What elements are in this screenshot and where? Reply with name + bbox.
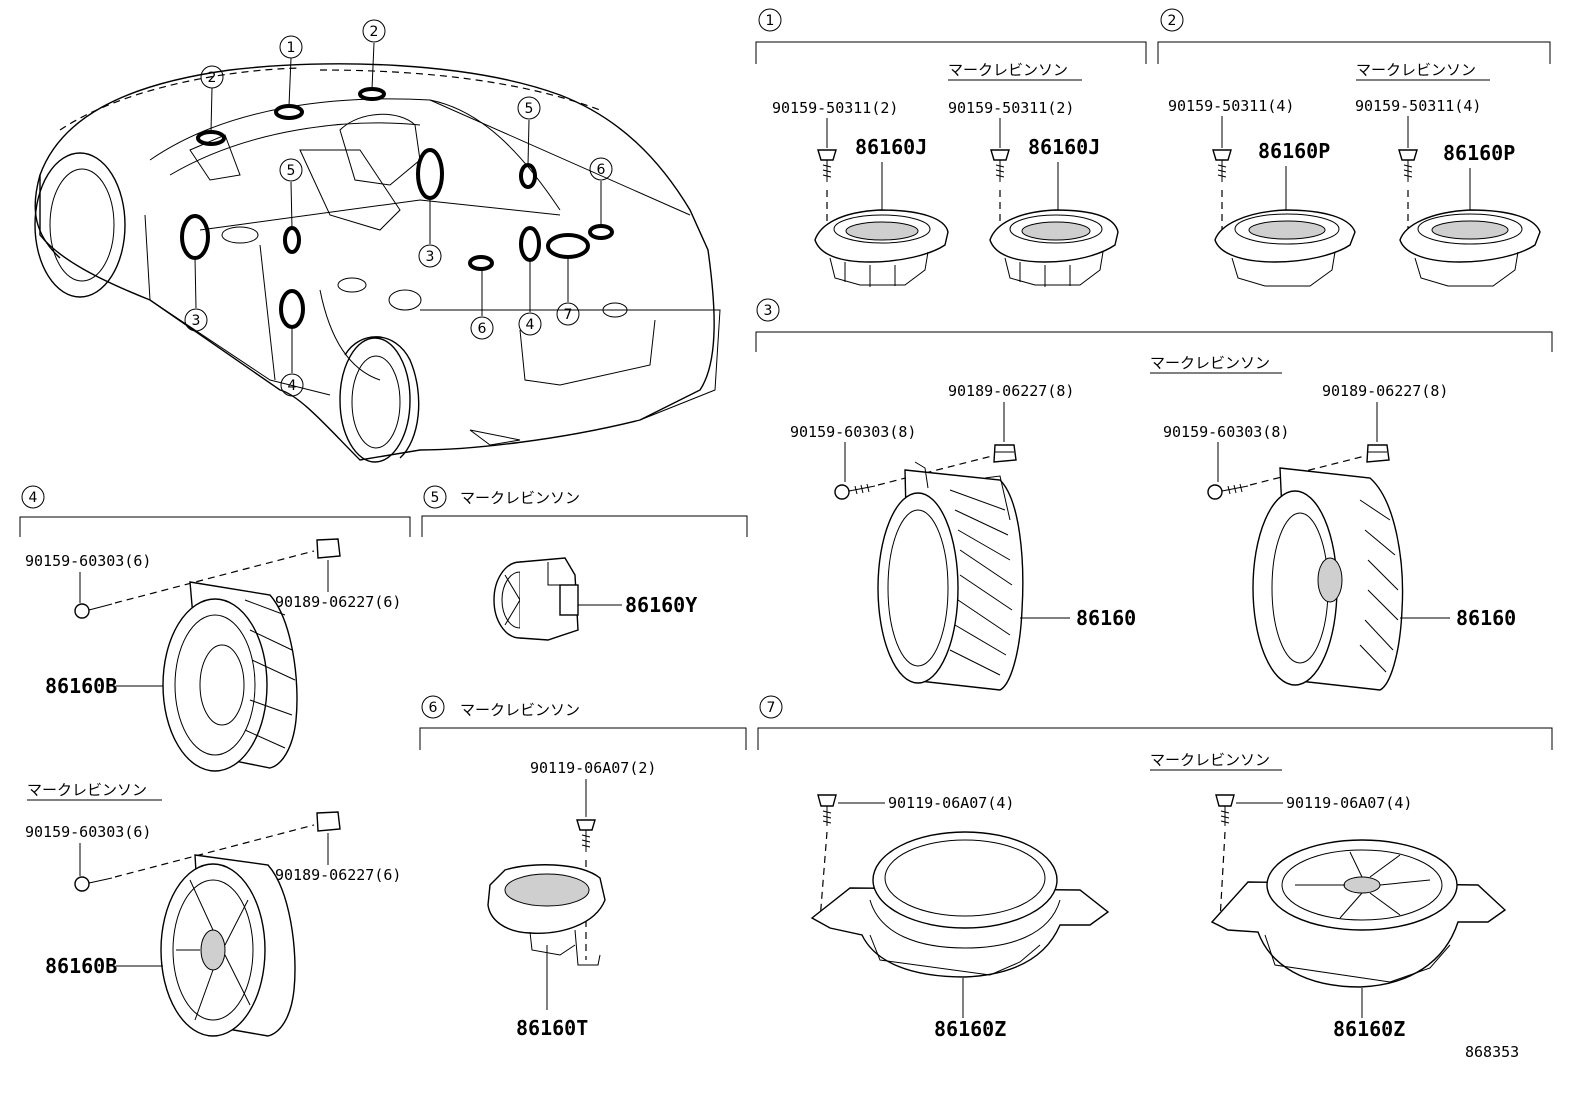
section-3-number: 3 bbox=[764, 303, 773, 319]
callout-5-left: 5 bbox=[287, 163, 296, 179]
section-1: 1 マークレビンソン 90159-50311(2) 86160J 90159-5… bbox=[755, 8, 1147, 287]
section-6-number: 6 bbox=[429, 700, 438, 716]
section-4-variant-label: マークレビンソン bbox=[27, 781, 147, 799]
section-5: 5 マークレビンソン 86160Y bbox=[421, 485, 748, 641]
section-4-screw-a-label: 90159-60303(6) bbox=[25, 552, 151, 570]
screw-icon bbox=[834, 483, 876, 500]
section-3-nut-b-label: 90189-06227(8) bbox=[1322, 382, 1448, 400]
woofer-speaker-icon bbox=[1210, 839, 1507, 988]
midrange-speaker-icon bbox=[493, 557, 579, 641]
section-7-number: 7 bbox=[767, 700, 776, 716]
section-6-screw-label: 90119-06A07(2) bbox=[530, 759, 656, 777]
section-7-part-a-label: 86160Z bbox=[934, 1017, 1006, 1041]
section-4-screw-b-label: 90159-60303(6) bbox=[25, 823, 151, 841]
section-7-part-b-label: 86160Z bbox=[1333, 1017, 1405, 1041]
section-6-part-label: 86160T bbox=[516, 1016, 588, 1040]
callout-2-left: 2 bbox=[208, 70, 217, 86]
tweeter-speaker-icon bbox=[989, 209, 1119, 287]
section-3-screw-b-label: 90159-60303(8) bbox=[1163, 423, 1289, 441]
section-2-number: 2 bbox=[1168, 13, 1177, 29]
section-1-part-a-label: 86160J bbox=[855, 135, 927, 159]
diagram-id: 868353 bbox=[1465, 1043, 1519, 1061]
section-3-part-b-label: 86160 bbox=[1456, 606, 1516, 630]
section-4-part-b-label: 86160B bbox=[45, 954, 117, 978]
section-1-number: 1 bbox=[766, 13, 775, 29]
callout-6-right: 6 bbox=[597, 162, 606, 178]
nut-clip-icon bbox=[1366, 444, 1390, 463]
section-7-screw-a-label: 90119-06A07(4) bbox=[888, 794, 1014, 812]
screw-icon bbox=[817, 794, 837, 826]
callout-7: 7 bbox=[564, 307, 573, 323]
screw-icon bbox=[1398, 149, 1418, 182]
section-2-variant-label: マークレビンソン bbox=[1356, 61, 1476, 79]
screw-icon bbox=[990, 149, 1010, 182]
section-4-number: 4 bbox=[29, 490, 38, 506]
tweeter-speaker-icon bbox=[1214, 209, 1356, 287]
section-7-variant-label: マークレビンソン bbox=[1150, 751, 1270, 769]
woofer-speaker-icon bbox=[1252, 467, 1404, 691]
screw-icon bbox=[817, 149, 837, 182]
section-4-nut-b-label: 90189-06227(6) bbox=[275, 866, 401, 884]
section-4: 4 90159-60303(6) 90189-06227(6) 86160B マ… bbox=[19, 485, 411, 1037]
tweeter-speaker-icon bbox=[1399, 209, 1541, 287]
callout-3-right: 3 bbox=[426, 249, 435, 265]
callout-6-left: 6 bbox=[478, 321, 487, 337]
woofer-speaker-icon bbox=[810, 831, 1110, 978]
section-3-nut-a-label: 90189-06227(8) bbox=[948, 382, 1074, 400]
screw-icon bbox=[74, 603, 113, 619]
section-7: 7 マークレビンソン 90119-06A07(4) 86160Z 90119-0… bbox=[757, 695, 1553, 1041]
woofer-speaker-icon bbox=[877, 461, 1024, 691]
woofer-speaker-icon bbox=[160, 854, 296, 1037]
section-6: 6 マークレビンソン 90119-06A07(2) 86160T bbox=[419, 695, 747, 1040]
section-6-variant-label: マークレビンソン bbox=[460, 701, 580, 719]
tweeter-speaker-icon bbox=[814, 209, 949, 287]
section-4-nut-a-label: 90189-06227(6) bbox=[275, 593, 401, 611]
section-5-part-label: 86160Y bbox=[625, 593, 697, 617]
woofer-speaker-icon bbox=[162, 581, 298, 772]
callout-3-left: 3 bbox=[192, 313, 201, 329]
nut-clip-icon bbox=[316, 538, 341, 559]
callout-4-right: 4 bbox=[526, 317, 535, 333]
callout-4-left: 4 bbox=[288, 378, 297, 394]
section-3: 3 マークレビンソン 90189-06227(8) 90159-60303(8)… bbox=[755, 298, 1553, 691]
section-3-variant-label: マークレビンソン bbox=[1150, 354, 1270, 372]
nut-clip-icon bbox=[993, 444, 1017, 463]
section-3-screw-a-label: 90159-60303(8) bbox=[790, 423, 916, 441]
callout-5-right: 5 bbox=[525, 101, 534, 117]
section-7-screw-b-label: 90119-06A07(4) bbox=[1286, 794, 1412, 812]
section-2-part-b-label: 86160P bbox=[1443, 141, 1515, 165]
section-1-part-b-label: 86160J bbox=[1028, 135, 1100, 159]
section-5-number: 5 bbox=[431, 490, 440, 506]
section-1-screw-b-label: 90159-50311(2) bbox=[948, 99, 1074, 117]
screw-icon bbox=[576, 819, 596, 852]
section-5-variant-label: マークレビンソン bbox=[460, 489, 580, 507]
callout-2-right: 2 bbox=[370, 24, 379, 40]
section-1-variant-label: マークレビンソン bbox=[948, 61, 1068, 79]
section-2-screw-b-label: 90159-50311(4) bbox=[1355, 97, 1481, 115]
screw-icon bbox=[1212, 149, 1232, 182]
car-overview: 1 2 2 3 3 5 5 4 4 7 6 6 bbox=[34, 19, 721, 463]
section-1-screw-a-label: 90159-50311(2) bbox=[772, 99, 898, 117]
section-2: 2 マークレビンソン 90159-50311(4) 86160P 90159-5… bbox=[1157, 8, 1551, 287]
screw-icon bbox=[74, 876, 113, 892]
screw-icon bbox=[1215, 794, 1235, 826]
section-2-screw-a-label: 90159-50311(4) bbox=[1168, 97, 1294, 115]
screw-icon bbox=[1207, 483, 1249, 500]
section-4-part-a-label: 86160B bbox=[45, 674, 117, 698]
section-3-part-a-label: 86160 bbox=[1076, 606, 1136, 630]
section-2-part-a-label: 86160P bbox=[1258, 139, 1330, 163]
tweeter-speaker-icon bbox=[487, 864, 606, 966]
nut-clip-icon bbox=[316, 811, 341, 832]
callout-1-top: 1 bbox=[287, 40, 296, 56]
